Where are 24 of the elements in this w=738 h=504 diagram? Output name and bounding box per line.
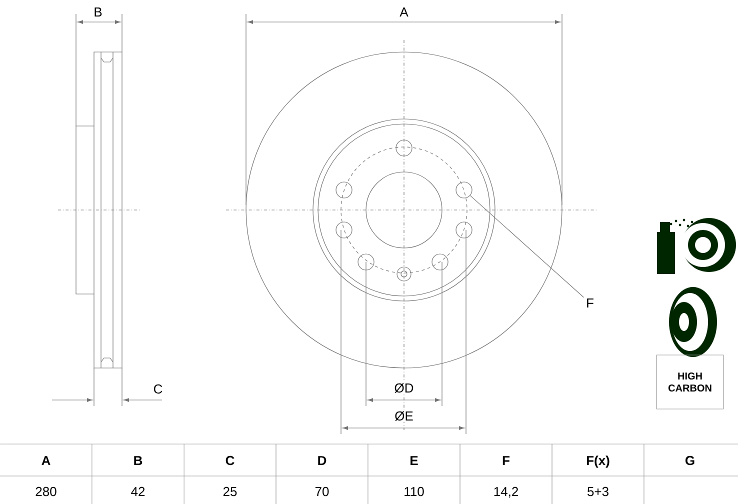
table-header: F (502, 456, 510, 465)
label-box: HIGH CARBON (656, 354, 724, 410)
table-value: 280 (36, 486, 56, 496)
table-header: B (134, 456, 142, 465)
dimension-label: ØE (394, 410, 414, 422)
table-header: C (226, 456, 234, 466)
table-header: F(x) (586, 456, 610, 468)
table-value: 5+3 (588, 486, 608, 496)
table-value: 70 (315, 486, 329, 496)
table-header: A (42, 456, 50, 465)
table-header: G (685, 456, 694, 466)
table-header: D (318, 456, 326, 465)
table-value: 25 (223, 486, 237, 496)
dimension-label: A (398, 6, 410, 18)
callout-letter: F (587, 298, 594, 308)
leader-line (470, 195, 584, 298)
table-value: 110 (404, 486, 424, 496)
table-header: E (410, 456, 418, 465)
dimension-label: ØD (393, 382, 415, 394)
dimension-label: C (152, 383, 164, 395)
table-value: 14,2 (494, 486, 518, 498)
table-value: 42 (131, 486, 145, 496)
bolt-hole (456, 182, 472, 198)
dimension-label: B (92, 6, 104, 18)
